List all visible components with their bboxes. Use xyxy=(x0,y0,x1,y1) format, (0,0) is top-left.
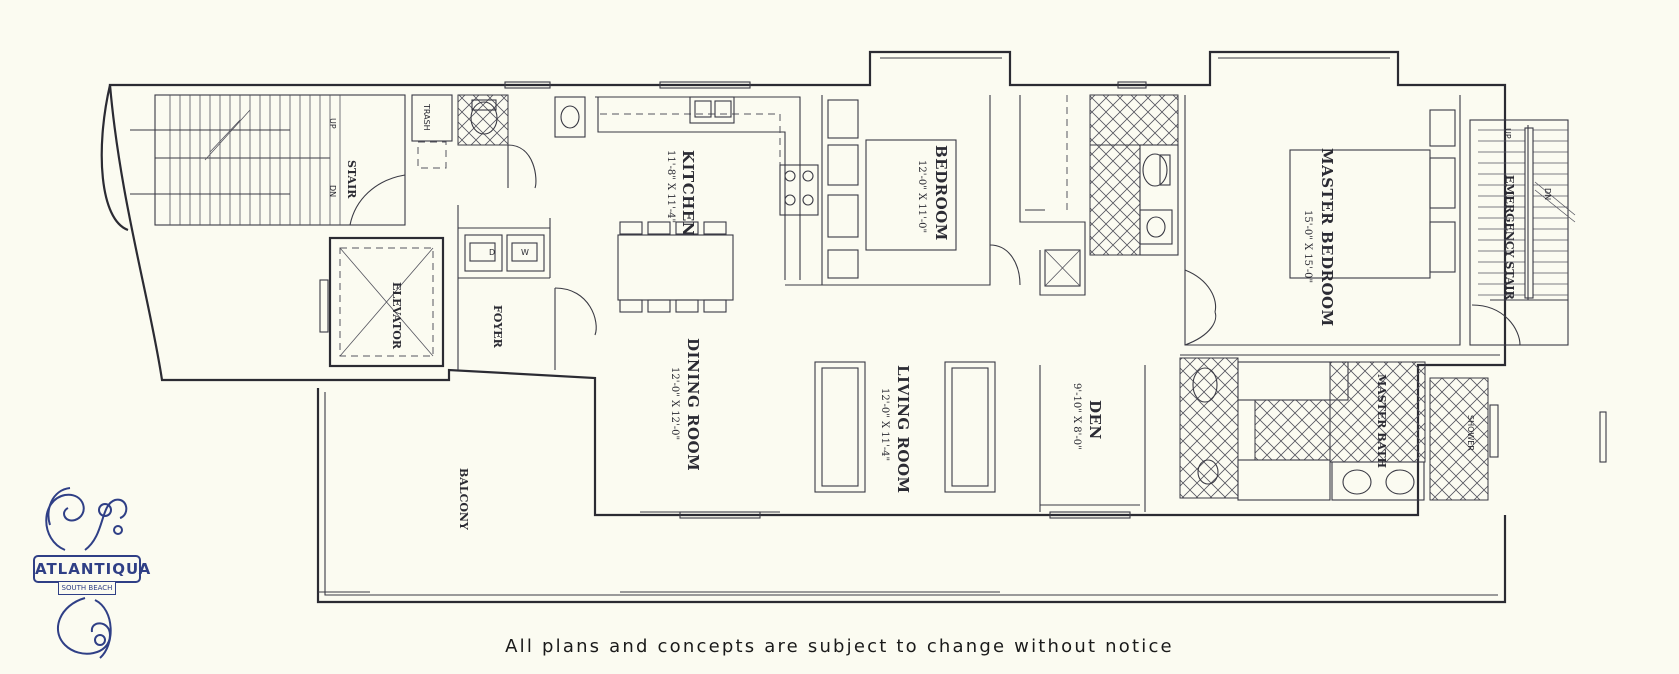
shower-label: SHOWER xyxy=(1466,415,1475,451)
dining-chair xyxy=(619,221,643,235)
dining-chair xyxy=(675,299,699,313)
living-room-name: LIVING ROOM xyxy=(894,365,912,494)
foyer: FOYER xyxy=(491,287,597,370)
logo-title: ATLANTIQUA xyxy=(33,555,150,583)
trash-label: TRASH xyxy=(422,103,431,131)
bedroom-name: BEDROOM xyxy=(932,145,950,241)
left-stair: STAIR UP DN xyxy=(130,94,406,226)
master-bedroom: MASTER BEDROOM 15'-0" X 15'-0" xyxy=(1184,95,1461,346)
service-area: TRASH D W xyxy=(411,94,586,370)
disclaimer-notice: All plans and concepts are subject to ch… xyxy=(505,636,1174,657)
bedroom: BEDROOM 12'-0" X 11'-0" xyxy=(785,95,1021,286)
den-dims: 9'-10" X 8'-0" xyxy=(1071,383,1082,450)
windows xyxy=(504,81,1607,519)
master-bath-label: MASTER BATH xyxy=(1375,374,1388,468)
stair-label: STAIR xyxy=(345,160,358,199)
emergency-stair-label: EMERGENCY STAIR xyxy=(1503,175,1516,301)
elevator: ELEVATOR xyxy=(319,236,445,368)
washer-label: W xyxy=(521,248,529,257)
kitchen-name: KITCHEN xyxy=(679,150,697,236)
atlantiqua-logo: ATLANTIQUA SOUTH BEACH xyxy=(30,480,150,670)
dining-chair xyxy=(647,299,671,313)
living-room-dims: 12'-0" X 11'-4" xyxy=(879,388,890,461)
kitchen-dims: 11'-8" X 11'-4" xyxy=(665,150,676,223)
dining-room-dims: 12'-0" X 12'-0" xyxy=(669,367,680,440)
dining-chair xyxy=(703,221,727,235)
dining-chair xyxy=(675,221,699,235)
estair-dn-label: DN xyxy=(1543,188,1552,200)
dining-chair xyxy=(619,299,643,313)
dining-chair xyxy=(703,299,727,313)
exterior-walls xyxy=(100,50,1507,604)
bedroom-dims: 12'-0" X 11'-0" xyxy=(916,160,927,233)
dryer-label: D xyxy=(489,248,495,257)
dining-room-name: DINING ROOM xyxy=(684,338,702,471)
elevator-label: ELEVATOR xyxy=(390,282,403,350)
estair-up-label: UP xyxy=(1503,128,1512,139)
stair-dn-label: DN xyxy=(328,185,337,197)
balcony-label: BALCONY xyxy=(457,468,470,530)
den-name: DEN xyxy=(1086,400,1104,440)
hall-closets xyxy=(1019,95,1086,296)
kitchen: KITCHEN 11'-8" X 11'-4" xyxy=(595,96,819,313)
logo-swirl-icon xyxy=(45,487,128,659)
master-bath: MASTER BATH SHOWER xyxy=(1179,354,1500,501)
stair-up-label: UP xyxy=(328,118,337,129)
foyer-label: FOYER xyxy=(491,305,504,349)
dining-chair xyxy=(647,221,671,235)
logo-subtitle: SOUTH BEACH xyxy=(58,581,116,595)
master-bedroom-dims: 15'-0" X 15'-0" xyxy=(1302,210,1313,283)
living-areas: DINING ROOM 12'-0" X 12'-0" LIVING ROOM … xyxy=(457,338,1146,530)
hall-bath xyxy=(1089,94,1179,256)
emergency-stair: EMERGENCY STAIR UP DN xyxy=(1469,119,1576,346)
master-bedroom-name: MASTER BEDROOM xyxy=(1318,148,1336,327)
